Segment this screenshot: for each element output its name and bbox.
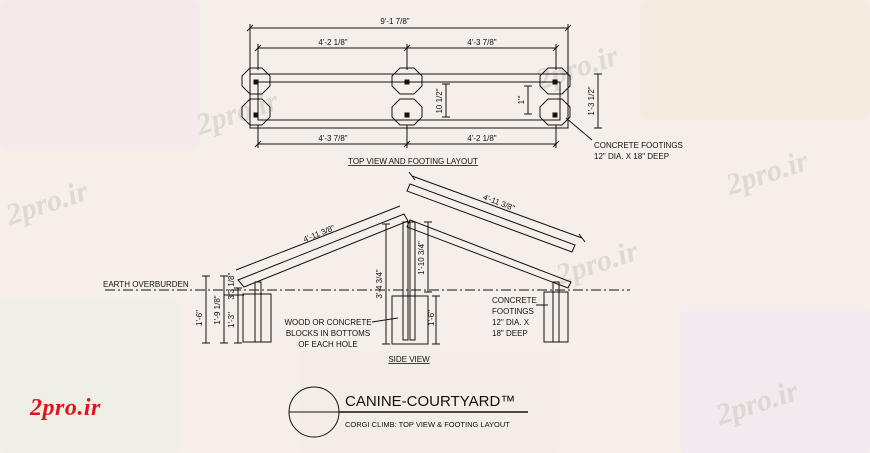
dim-rafter-left: 4'-11 3/8" bbox=[302, 223, 336, 244]
footing-right bbox=[539, 67, 571, 126]
footing-left bbox=[241, 67, 271, 126]
background-patch bbox=[680, 310, 870, 453]
dim-center-1-6: 1'-6" bbox=[427, 310, 436, 326]
top-view bbox=[241, 24, 602, 148]
dim-ridge-post: 1'-10 3/4" bbox=[417, 241, 426, 275]
side-footing-line-2: FOOTINGS bbox=[492, 307, 534, 316]
dim-depth-outer-right: 1'-3 1/2" bbox=[587, 86, 596, 115]
watermark-layer: 2pro.ir 2pro.ir 2pro.ir 2pro.ir 2pro.ir … bbox=[1, 39, 813, 432]
watermark: 2pro.ir bbox=[1, 174, 93, 232]
background-patch bbox=[640, 0, 870, 120]
background-patch bbox=[0, 300, 180, 453]
side-footing-line-1: CONCRETE bbox=[492, 296, 537, 305]
footing-center bbox=[391, 67, 423, 126]
blocks-note-line-2: BLOCKS IN BOTTOMS bbox=[286, 329, 370, 338]
background-patch bbox=[0, 0, 200, 150]
top-view-caption: TOP VIEW AND FOOTING LAYOUT bbox=[348, 157, 478, 166]
blocks-note-line-3: OF EACH HOLE bbox=[298, 340, 358, 349]
brand-logo[interactable]: 2pro.ir bbox=[30, 395, 101, 421]
dim-left-3: 3" bbox=[227, 292, 236, 299]
dim-left-1-6: 1'-6" bbox=[195, 310, 204, 326]
dim-depth-inner-right: 1'" bbox=[517, 95, 526, 104]
side-footing-line-3: 12" DIA. X bbox=[492, 318, 530, 327]
title-text: CANINE-COURTYARD™ bbox=[345, 393, 515, 410]
blocks-note-line-1: WOOD OR CONCRETE bbox=[284, 318, 371, 327]
side-view bbox=[105, 171, 630, 345]
dim-upper-left: 4'-2 1/8" bbox=[318, 38, 347, 47]
dim-left-1-9: 1'-9 1/8" bbox=[213, 295, 222, 324]
dim-lower-right: 4'-2 1/8" bbox=[467, 134, 496, 143]
dim-rafter-right: 4'-11 3/8" bbox=[482, 193, 516, 213]
footing-note-line-1: CONCRETE FOOTINGS bbox=[594, 141, 683, 150]
side-view-caption: SIDE VIEW bbox=[388, 355, 430, 364]
dim-depth-center: 10 1/2" bbox=[435, 88, 444, 113]
footing-note-line-2: 12" DIA. X 18" DEEP bbox=[594, 152, 669, 161]
dim-earth-depth: 3 1/8" bbox=[227, 273, 236, 294]
dim-left-1-3: 1'-3" bbox=[227, 312, 236, 328]
dim-upper-right: 4'-3 7/8" bbox=[467, 38, 496, 47]
title-block bbox=[288, 386, 528, 438]
earth-overburden-label: EARTH OVERBURDEN bbox=[103, 280, 189, 289]
dim-lower-left: 4'-3 7/8" bbox=[318, 134, 347, 143]
dim-post-height: 3'-4 3/4" bbox=[375, 269, 384, 298]
watermark: 2pro.ir bbox=[711, 374, 803, 432]
watermark: 2pro.ir bbox=[721, 144, 813, 202]
side-footing-line-4: 18" DEEP bbox=[492, 329, 528, 338]
dim-overall-width: 9'-1 7/8" bbox=[380, 17, 409, 26]
background-patch bbox=[300, 350, 560, 453]
watermark: 2pro.ir bbox=[551, 234, 643, 292]
subtitle-text: CORGI CLIMB: TOP VIEW & FOOTING LAYOUT bbox=[345, 420, 510, 429]
watermark: 2pro.ir bbox=[191, 84, 283, 142]
